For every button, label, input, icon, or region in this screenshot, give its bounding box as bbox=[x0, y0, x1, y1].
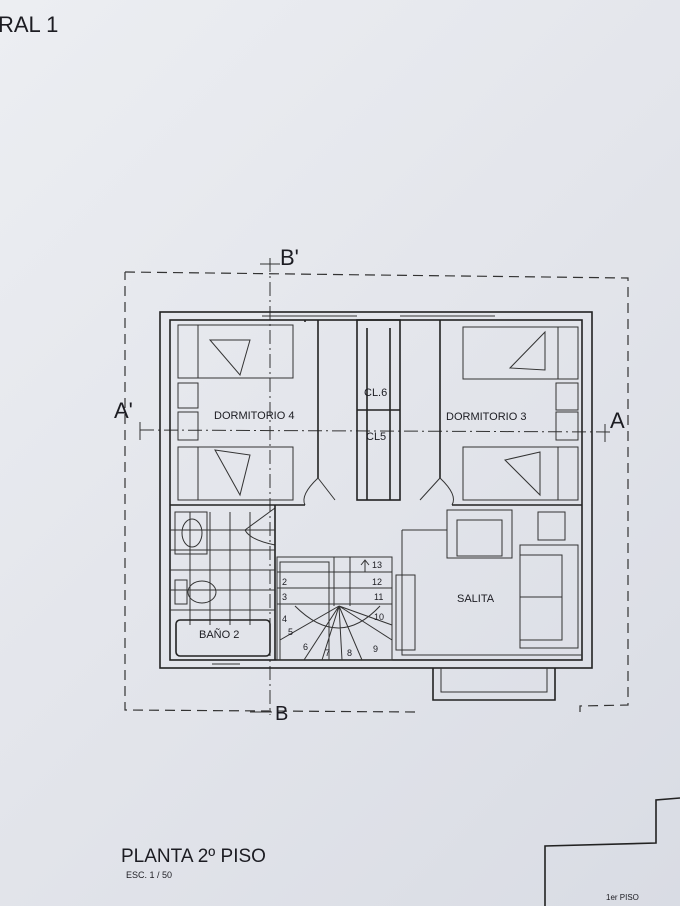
section-label-b: B bbox=[275, 703, 288, 725]
section-line-a bbox=[139, 429, 613, 433]
section-label-b-prime: B' bbox=[280, 245, 299, 270]
step-number: 12 bbox=[372, 577, 382, 587]
step-number: 11 bbox=[374, 592, 383, 602]
room-label-salita: SALITA bbox=[457, 593, 495, 605]
stair-step-numbers: 2 3 4 5 6 7 8 9 10 11 12 13 bbox=[282, 560, 384, 658]
bedroom4-beds bbox=[177, 324, 294, 501]
roof-outline bbox=[124, 271, 629, 713]
adjacent-plan-outline bbox=[544, 797, 680, 906]
room-label-bano2: BAÑO 2 bbox=[199, 628, 239, 641]
room-label-cl6: CL.6 bbox=[364, 387, 387, 399]
doors bbox=[244, 477, 454, 546]
step-number: 6 bbox=[303, 642, 308, 652]
step-number: 2 bbox=[282, 577, 287, 587]
section-label-a-prime: A' bbox=[114, 398, 133, 423]
step-number: 13 bbox=[372, 560, 382, 570]
room-label-dormitorio4: DORMITORIO 4 bbox=[214, 410, 294, 422]
step-number: 7 bbox=[325, 648, 330, 658]
section-label-a: A bbox=[610, 408, 625, 433]
room-label-dormitorio3: DORMITORIO 3 bbox=[446, 411, 526, 423]
step-number: 10 bbox=[374, 612, 384, 622]
drawing-title: PLANTA 2º PISO bbox=[121, 846, 266, 867]
step-number: 4 bbox=[282, 614, 287, 624]
living-room-furniture bbox=[395, 509, 582, 656]
closets bbox=[304, 319, 441, 501]
bedroom3-beds bbox=[462, 326, 579, 501]
bathroom-fixtures bbox=[170, 511, 275, 657]
adjacent-plan-label: 1er PISO bbox=[606, 893, 639, 902]
step-number: 5 bbox=[288, 627, 293, 637]
step-number: 8 bbox=[347, 648, 352, 658]
step-number: 3 bbox=[282, 592, 287, 602]
step-number: 9 bbox=[373, 644, 378, 654]
staircase bbox=[276, 556, 393, 661]
balcony bbox=[212, 663, 556, 701]
drawing-scale: ESC. 1 / 50 bbox=[126, 870, 172, 880]
header-fragment: RAL 1 bbox=[0, 12, 58, 37]
room-label-cl5: CL5 bbox=[366, 431, 386, 443]
